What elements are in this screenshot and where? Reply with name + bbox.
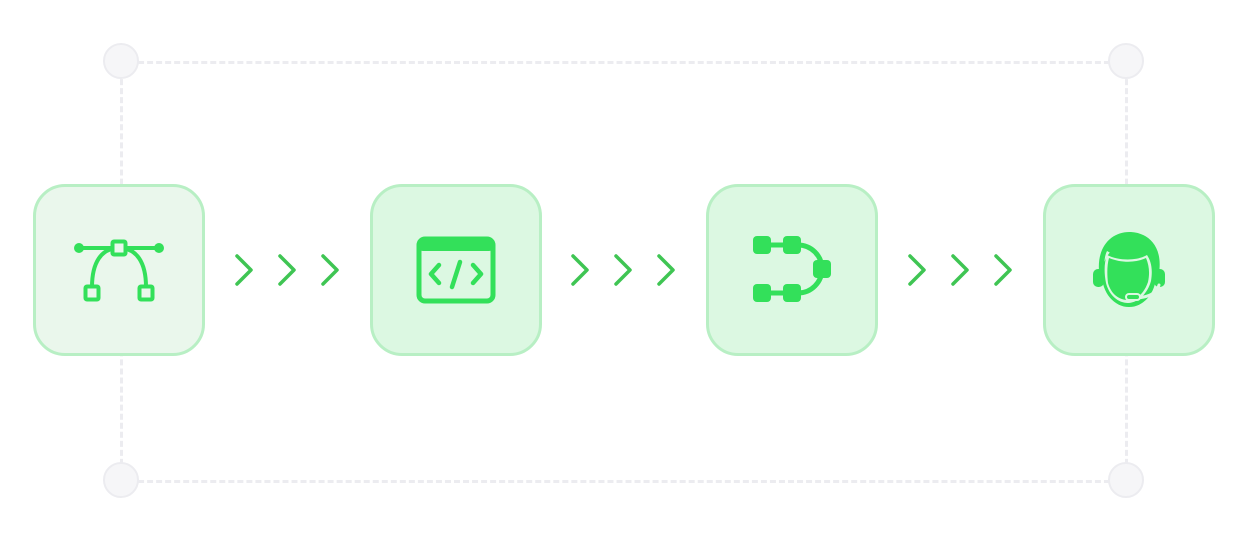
flow-arrow-1 — [230, 252, 350, 288]
code-window-icon — [416, 236, 496, 304]
frame-corner-handle-bottom-left[interactable] — [103, 462, 139, 498]
triple-chevron-right-icon — [571, 254, 675, 286]
frame-corner-handle-top-right[interactable] — [1108, 43, 1144, 79]
workflow-path-icon — [753, 236, 831, 302]
step-develop-tile — [370, 184, 542, 356]
step-support-tile — [1043, 184, 1215, 356]
triple-chevron-right-icon — [235, 254, 339, 286]
support-agent-headset-icon — [1093, 231, 1165, 307]
triple-chevron-right-icon — [908, 254, 1012, 286]
bezier-curve-icon — [74, 239, 164, 302]
step-workflow-tile — [706, 184, 878, 356]
flow-arrow-2 — [566, 252, 686, 288]
flow-arrow-3 — [903, 252, 1023, 288]
frame-corner-handle-top-left[interactable] — [103, 43, 139, 79]
frame-corner-handle-bottom-right[interactable] — [1108, 462, 1144, 498]
step-design-tile — [33, 184, 205, 356]
